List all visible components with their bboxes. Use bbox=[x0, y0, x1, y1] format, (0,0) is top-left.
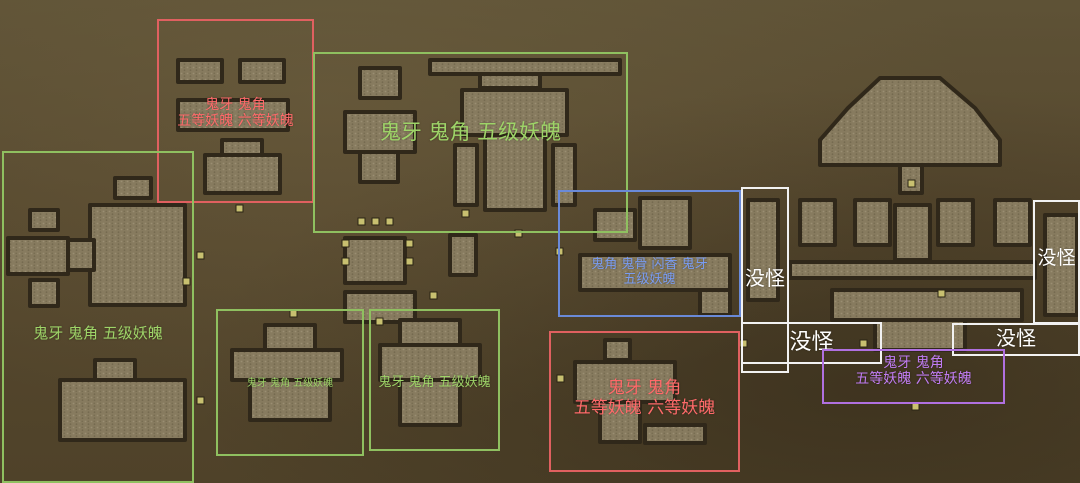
waypoint-marker-icon bbox=[937, 289, 946, 298]
zone-box-z4: 鬼牙 鬼角 五级妖魄 bbox=[216, 309, 364, 456]
waypoint-marker-icon bbox=[859, 339, 868, 348]
waypoint-marker-icon bbox=[405, 239, 414, 248]
zone-label-z1: 鬼牙 鬼角 五等妖魄 六等妖魄 bbox=[159, 97, 312, 129]
zone-label-z6: 鬼角 鬼骨 闪香 鬼牙 五级妖魄 bbox=[560, 257, 739, 288]
waypoint-marker-icon bbox=[341, 239, 350, 248]
zone-box-z7: 鬼牙 鬼角 五等妖魄 六等妖魄 bbox=[549, 331, 740, 472]
waypoint-marker-icon bbox=[196, 396, 205, 405]
zone-label-z8: 没怪 bbox=[743, 267, 787, 290]
zone-label-line: 五等妖魄 六等妖魄 bbox=[855, 371, 972, 388]
zone-label-line: 鬼牙 鬼角 bbox=[607, 378, 682, 398]
waypoint-marker-icon bbox=[429, 291, 438, 300]
waypoint-marker-icon bbox=[385, 217, 394, 226]
waypoint-marker-icon bbox=[196, 251, 205, 260]
waypoint-marker-icon bbox=[341, 257, 350, 266]
zone-box-z12: 鬼牙 鬼角 五等妖魄 六等妖魄 bbox=[822, 349, 1005, 404]
waypoint-marker-icon bbox=[739, 339, 748, 348]
zone-label-line: 鬼牙 鬼角 bbox=[883, 355, 944, 371]
zone-label-line: 鬼牙 鬼角 bbox=[205, 97, 266, 113]
waypoint-marker-icon bbox=[514, 229, 523, 238]
zone-label-line: 鬼牙 鬼角 五级妖魄 bbox=[379, 120, 562, 144]
zone-label-z12: 鬼牙 鬼角 五等妖魄 六等妖魄 bbox=[824, 355, 1003, 387]
waypoint-marker-icon bbox=[235, 204, 244, 213]
zone-label-line: 鬼角 鬼骨 闪香 鬼牙 bbox=[591, 257, 708, 272]
waypoint-marker-icon bbox=[405, 257, 414, 266]
waypoint-marker-icon bbox=[371, 217, 380, 226]
zone-box-z6: 鬼角 鬼骨 闪香 鬼牙 五级妖魄 bbox=[558, 190, 741, 317]
waypoint-marker-icon bbox=[461, 209, 470, 218]
waypoint-marker-icon bbox=[556, 374, 565, 383]
zone-box-z11: 没怪 bbox=[1033, 200, 1080, 324]
waypoint-marker-icon bbox=[357, 217, 366, 226]
zone-label-line: 没怪 bbox=[1037, 247, 1076, 269]
zone-box-z10: 没怪 bbox=[952, 323, 1080, 356]
zone-label-line: 五级妖魄 bbox=[623, 271, 676, 287]
zone-box-z8: 没怪 bbox=[741, 187, 789, 373]
zone-label-line: 鬼牙 鬼角 五级妖魄 bbox=[378, 375, 491, 390]
waypoint-marker-icon bbox=[907, 179, 916, 188]
zone-label-z10: 没怪 bbox=[954, 327, 1078, 350]
zone-label-line: 没怪 bbox=[745, 266, 785, 290]
zone-box-z3: 鬼牙 鬼角 五级妖魄 bbox=[2, 151, 194, 483]
zone-label-line: 鬼牙 鬼角 五级妖魄 bbox=[33, 324, 163, 342]
zone-label-line: 五等妖魄 六等妖魄 bbox=[177, 113, 294, 130]
zone-label-z3: 鬼牙 鬼角 五级妖魄 bbox=[4, 324, 192, 342]
zone-label-z11: 没怪 bbox=[1035, 247, 1078, 270]
zone-label-z5: 鬼牙 鬼角 五级妖魄 bbox=[371, 375, 498, 391]
waypoint-marker-icon bbox=[182, 277, 191, 286]
zone-label-line: 五等妖魄 六等妖魄 bbox=[573, 397, 716, 418]
waypoint-markers bbox=[182, 179, 946, 411]
waypoint-marker-icon bbox=[375, 317, 384, 326]
zone-label-line: 鬼牙 鬼角 五级妖魄 bbox=[246, 378, 334, 389]
zone-label-line: 没怪 bbox=[996, 326, 1036, 350]
zone-box-z5: 鬼牙 鬼角 五级妖魄 bbox=[369, 309, 500, 451]
waypoint-marker-icon bbox=[911, 402, 920, 411]
zone-label-z7: 鬼牙 鬼角 五等妖魄 六等妖魄 bbox=[551, 378, 738, 418]
zone-box-z2: 鬼牙 鬼角 五级妖魄 bbox=[313, 52, 628, 233]
zone-label-z2: 鬼牙 鬼角 五级妖魄 bbox=[315, 120, 626, 144]
dungeon-rooms bbox=[6, 58, 1079, 445]
zone-label-z4: 鬼牙 鬼角 五级妖魄 bbox=[218, 378, 362, 390]
